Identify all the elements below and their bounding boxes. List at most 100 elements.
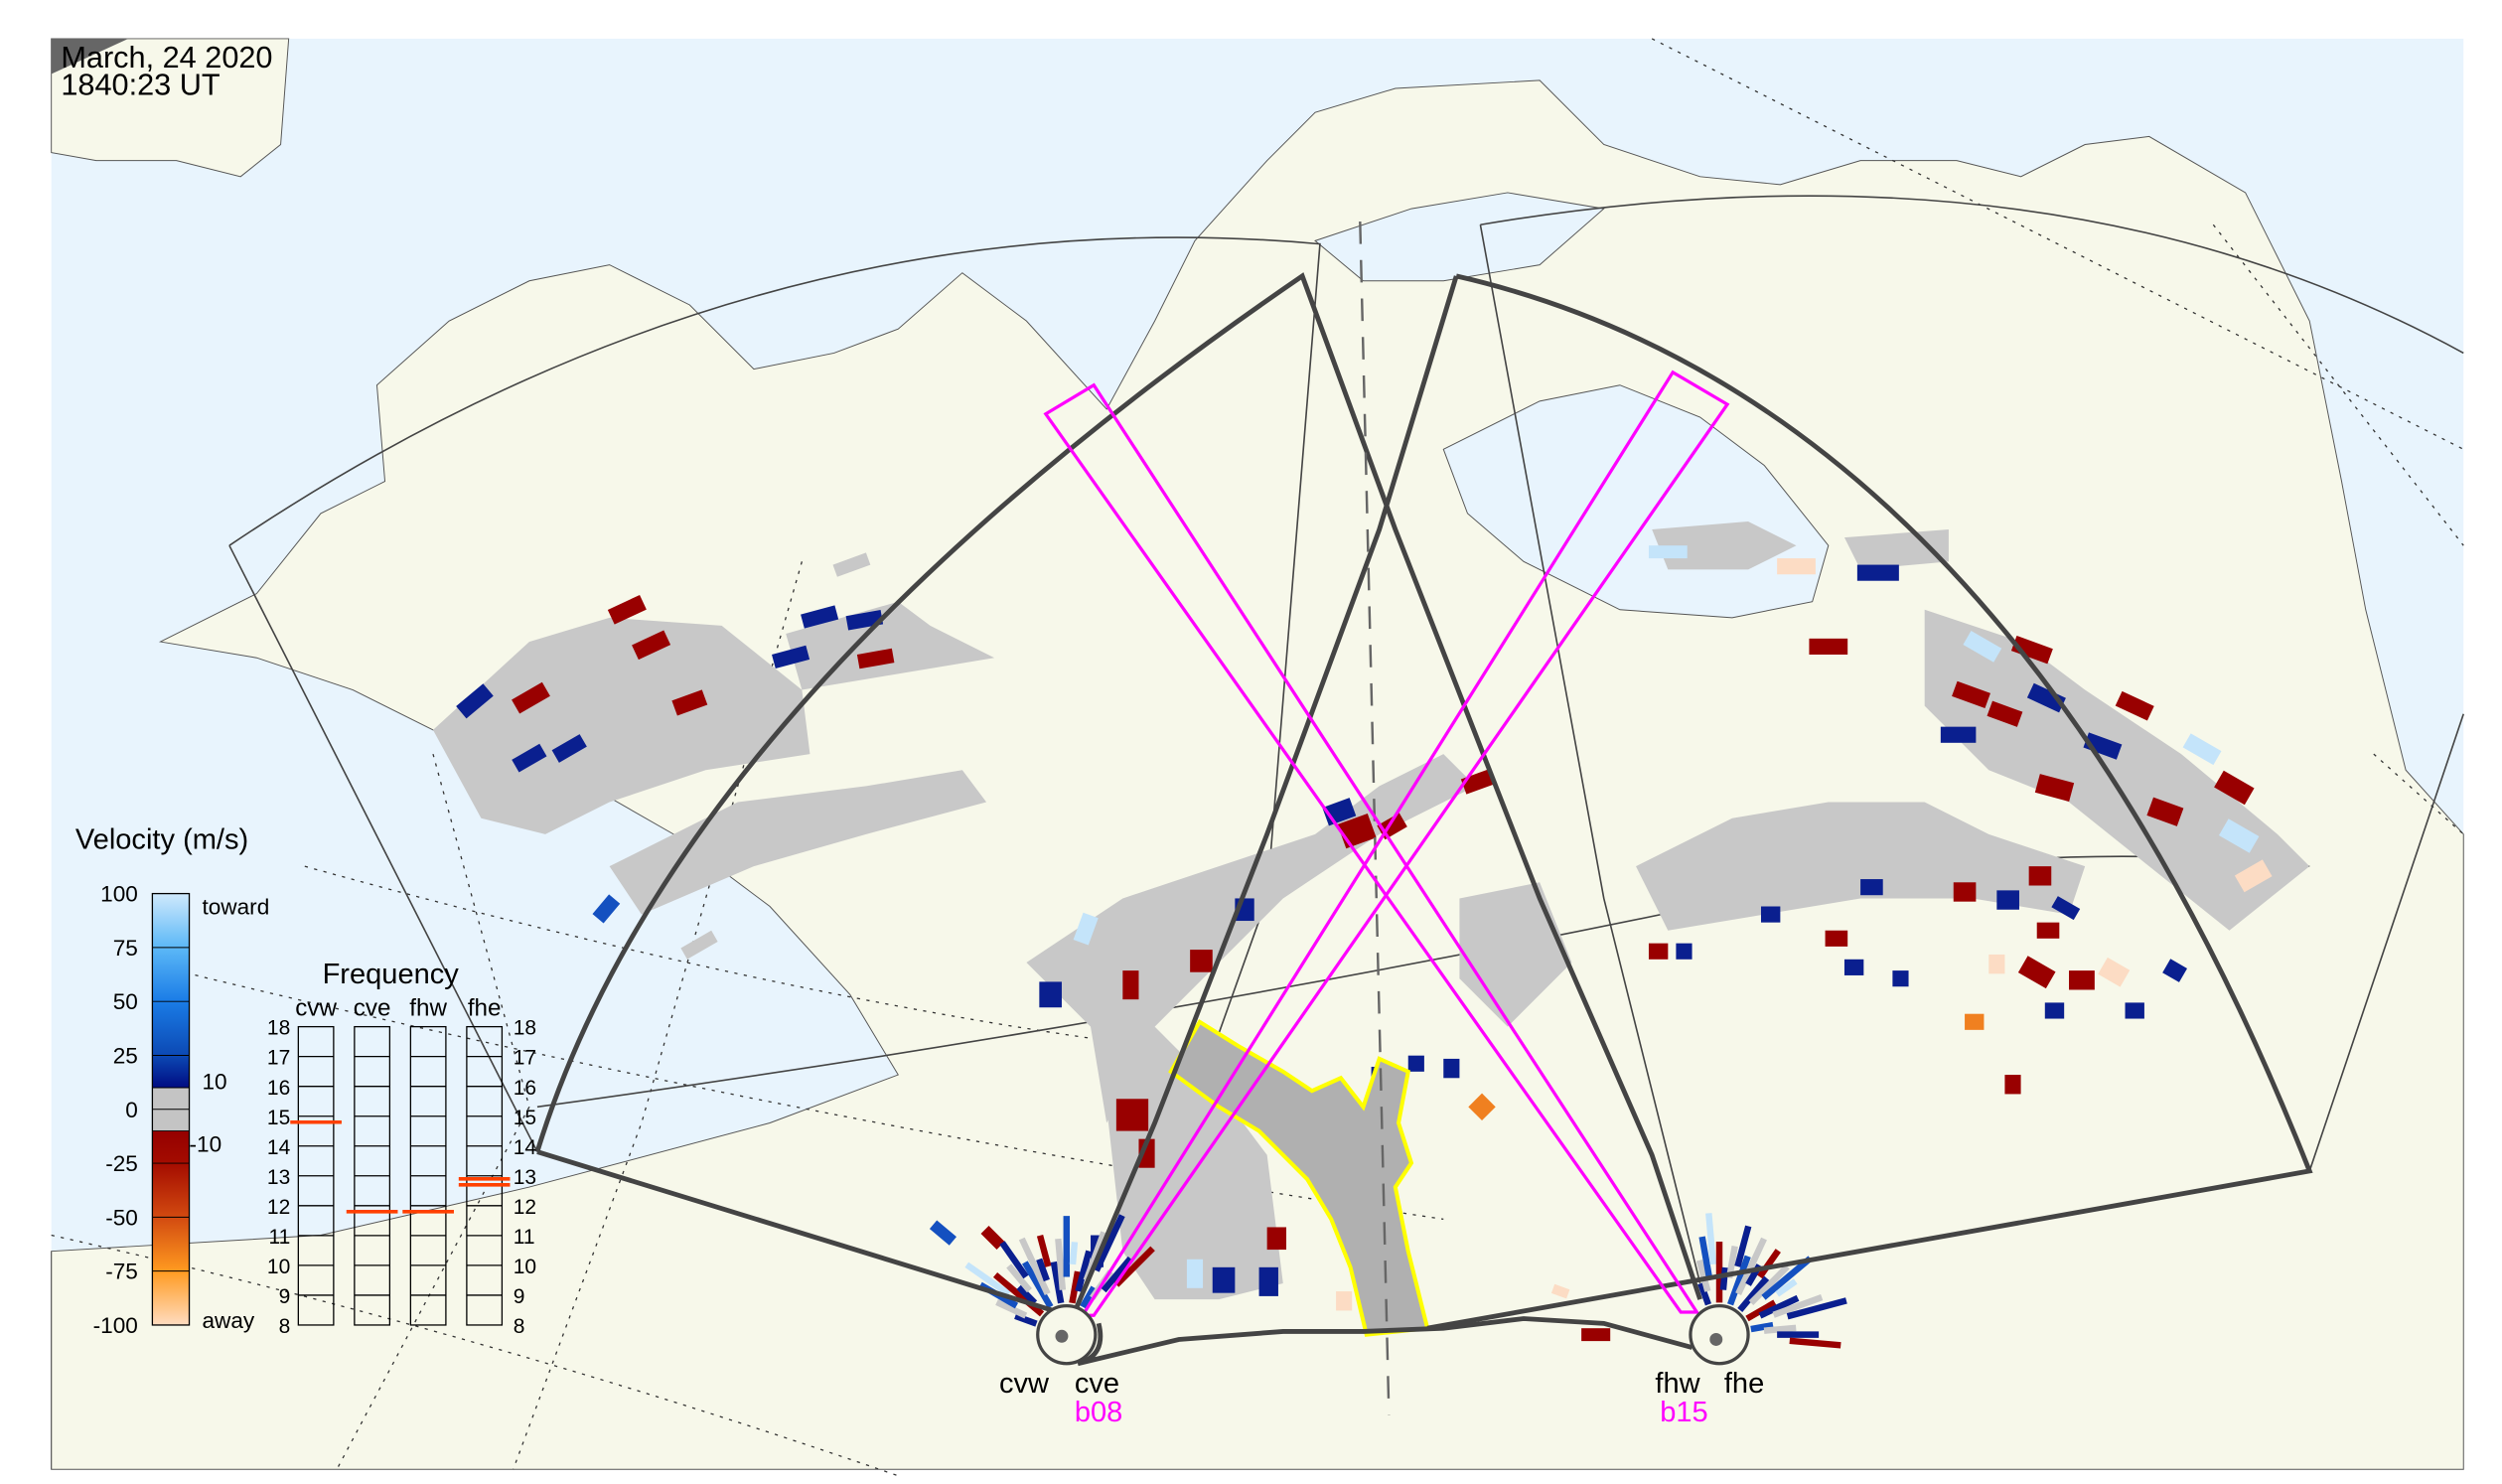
arctic-channel (1314, 192, 1605, 282)
scatter-cell (1760, 906, 1781, 923)
scatter-cell (2098, 957, 2131, 987)
ground-scatter-patch (609, 770, 987, 915)
scatter-cell (456, 683, 494, 719)
frequency-radar-label-fhe: fhe (468, 994, 502, 1021)
scatter-cell (1550, 1283, 1570, 1299)
scatter-cell (512, 743, 547, 773)
scatter-cell (1719, 1266, 1729, 1290)
scatter-cell (1190, 950, 1213, 972)
scatter-cell (1069, 1242, 1079, 1265)
scatter-cell (551, 734, 587, 763)
scatter-cell (1757, 1249, 1781, 1279)
scatter-cell (2028, 866, 2052, 886)
scatter-cell (1727, 1255, 1751, 1306)
away-label: away (202, 1308, 254, 1333)
frequency-tick-right: 16 (514, 1077, 536, 1100)
scatter-cell (1212, 1266, 1236, 1293)
scatter-cell (1460, 768, 1497, 795)
scatter-cell (1775, 1278, 1798, 1297)
beam-label-b08: b08 (1075, 1397, 1122, 1428)
scatter-cell (999, 1241, 1029, 1279)
frequency-title: Frequency (323, 959, 460, 990)
ground-scatter-patch (1026, 754, 1476, 1123)
scatter-cell (2115, 690, 2154, 721)
frequency-tick-left: 17 (267, 1047, 290, 1070)
scatter-cell (1022, 1261, 1054, 1309)
frequency-tick-left: 18 (267, 1017, 290, 1040)
scatter-cell (2010, 635, 2053, 665)
radar-site-dot (1709, 1333, 1723, 1346)
scatter-cell (1016, 1284, 1038, 1305)
scatter-cell (632, 630, 671, 661)
scatter-cell (680, 930, 718, 960)
scatter-cell (671, 689, 708, 716)
scatter-cell (1073, 912, 1099, 946)
scatter-cell (1825, 930, 1848, 947)
fov-outline-thin (228, 195, 2465, 1284)
velocity-title: Velocity (m/s) (75, 823, 248, 855)
scatter-cell (2026, 682, 2066, 713)
scatter-cell (2051, 896, 2081, 921)
frequency-column-fhe (458, 1025, 511, 1326)
radar-label-fhw: fhw (1655, 1368, 1700, 1400)
frequency-column-fhw (402, 1025, 454, 1326)
scatter-cell (2044, 1002, 2065, 1019)
frequency-tick-right: 13 (514, 1166, 536, 1189)
scatter-cell (772, 645, 810, 669)
scatter-cell (1698, 1236, 1713, 1278)
scatter-cell (1581, 1328, 1611, 1342)
scatter-cell (980, 1225, 1005, 1250)
scatter-cell (1039, 981, 1062, 1008)
scatter-cell (1113, 1246, 1155, 1287)
scatter-cell (1748, 1263, 1790, 1305)
frequency-tick-left: 9 (279, 1285, 291, 1308)
date-label: March, 24 2020 (61, 40, 272, 74)
velocity-tick-label: -50 (105, 1205, 138, 1230)
scatter-cell (1892, 970, 1909, 987)
time-label: 1840:23 UT (61, 67, 221, 101)
scatter-cell (592, 894, 621, 924)
scatter-cell (1789, 1337, 1841, 1349)
scatter-cell (1705, 1213, 1717, 1265)
scatter-cell (1996, 890, 2019, 910)
scatter-cell (2182, 733, 2222, 766)
velocity-tick-label: -100 (93, 1313, 138, 1338)
scatter-cell (964, 1261, 1011, 1297)
scatter-cell (1965, 1013, 1985, 1030)
velocity-tick-label: 50 (113, 989, 138, 1014)
scatter-cell (1186, 1259, 1204, 1288)
velocity-tick-label: 100 (100, 882, 138, 907)
frequency-tick-left: 14 (267, 1136, 291, 1159)
frequency-radar-label-cvw: cvw (295, 994, 337, 1021)
scatter-cell (1735, 1237, 1767, 1296)
velocity-tick-label: 0 (125, 1098, 138, 1122)
scatter-cell (2214, 770, 2255, 806)
scatter-cell (1648, 545, 1688, 559)
fov-outline-thick (534, 272, 2313, 1367)
scatter-cell (1860, 879, 1883, 896)
velocity-tick-label: 75 (113, 936, 138, 961)
scatter-cell (1843, 959, 1864, 975)
landmass-alaska-corner (51, 38, 290, 178)
beam-label-b15: b15 (1660, 1397, 1707, 1428)
frequency-tick-right: 12 (514, 1196, 536, 1219)
scatter-cell (1750, 1321, 1774, 1333)
scatter-cell (1101, 1256, 1133, 1293)
scatter-cell (2069, 970, 2095, 990)
scatter-cell (1080, 1285, 1098, 1309)
frequency-tick-right: 15 (514, 1107, 536, 1129)
radar-label-cvw: cvw (999, 1368, 1050, 1400)
scatter-cell (1953, 882, 1977, 902)
scatter-cell (1036, 1258, 1050, 1282)
scatter-cell (1266, 1227, 1287, 1251)
scatter-cell (1676, 943, 1693, 960)
velocity-tick-label: -25 (105, 1151, 138, 1176)
scatter-cell (1075, 1250, 1093, 1292)
scatter-cell (2017, 956, 2056, 989)
scatter-cell (929, 1220, 957, 1246)
scatter-cell (1963, 631, 2002, 663)
scatter-cell (1940, 726, 1977, 743)
scatter-cell (801, 605, 839, 629)
scatter-cell (607, 594, 647, 625)
